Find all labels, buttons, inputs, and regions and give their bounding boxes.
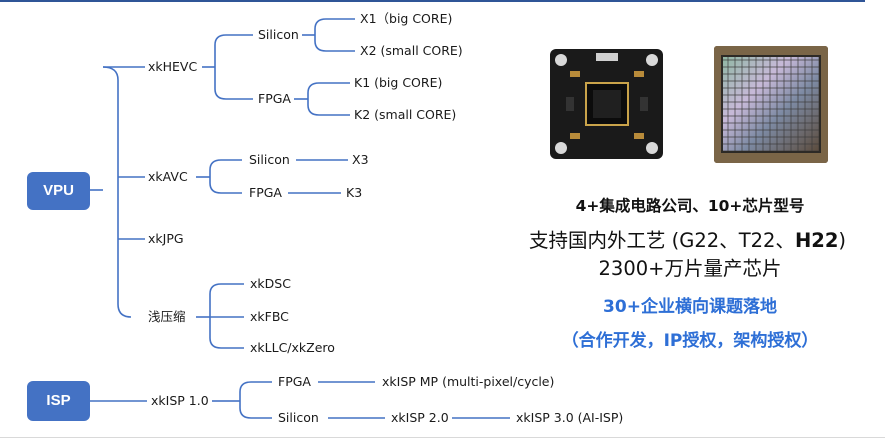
camera-board-image [546,45,667,163]
hevc-fpga-k2: K2 (small CORE) [354,107,457,122]
branch-light-compression: 浅压缩 [148,309,186,324]
isp-silicon-3: xkISP 3.0 (AI-ISP) [516,410,624,425]
isp-fpga: FPGA [278,374,311,389]
isp-fpga-mp: xkISP MP (multi-pixel/cycle) [382,374,555,389]
company-chip-count: 4+集成电路公司、10+芯片型号 [575,197,805,215]
avc-silicon-x3: X3 [352,152,369,167]
isp-version: xkISP 1.0 [151,393,209,408]
enterprise-projects: 30+企业横向课题落地 [603,297,777,317]
isp-silicon-2: xkISP 2.0 [391,410,449,425]
isp-root-node: ISP [27,381,90,421]
branch-xkjpg: xkJPG [148,231,184,246]
process-support-h22: H22 [794,229,839,252]
isp-silicon: Silicon [278,410,319,425]
avc-fpga-k3: K3 [346,185,363,200]
process-support-suffix: ) [838,229,847,252]
wafer-image [714,46,828,163]
hevc-fpga-k1: K1 (big CORE) [354,75,443,90]
hevc-silicon-x1: X1（big CORE) [360,11,453,26]
process-support-prefix: 支持国内外工艺 (G22、T22、 [528,229,795,252]
compression-xkdsc: xkDSC [250,276,291,291]
hevc-silicon: Silicon [258,27,299,42]
compression-xkfbc: xkFBC [250,309,289,324]
branch-xkavc: xkAVC [148,169,188,184]
compression-xkllc: xkLLC/xkZero [250,340,335,355]
licensing-modes: （合作开发，IP授权，架构授权） [561,331,819,351]
avc-silicon: Silicon [249,152,290,167]
mass-production: 2300+万片量产芯片 [598,257,782,280]
hevc-silicon-x2: X2 (small CORE) [360,43,463,58]
process-support: 支持国内外工艺 (G22、T22、H22) [490,224,885,253]
avc-fpga: FPGA [249,185,282,200]
footer-rule [0,437,885,438]
hevc-fpga: FPGA [258,91,291,106]
branch-xkhevc: xkHEVC [148,59,198,74]
header-rule [0,0,865,2]
vpu-root-node: VPU [27,172,90,210]
